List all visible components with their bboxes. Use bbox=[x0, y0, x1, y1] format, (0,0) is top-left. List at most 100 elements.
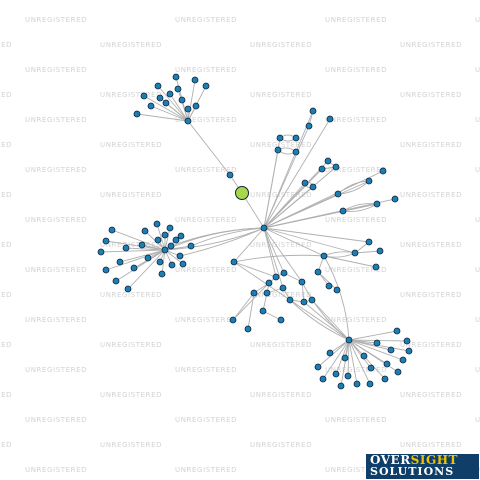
graph-node[interactable] bbox=[280, 269, 288, 277]
graph-node[interactable] bbox=[179, 260, 187, 268]
graph-node[interactable] bbox=[326, 115, 334, 123]
graph-node[interactable] bbox=[381, 375, 389, 383]
graph-node[interactable] bbox=[344, 372, 352, 380]
graph-node[interactable] bbox=[187, 242, 195, 250]
graph-node[interactable] bbox=[373, 200, 381, 208]
graph-node[interactable] bbox=[172, 73, 180, 81]
graph-node[interactable] bbox=[376, 247, 384, 255]
graph-node[interactable] bbox=[332, 370, 340, 378]
graph-node[interactable] bbox=[366, 380, 374, 388]
graph-node[interactable] bbox=[140, 92, 148, 100]
graph-node[interactable] bbox=[154, 236, 162, 244]
graph-node[interactable] bbox=[102, 237, 110, 245]
graph-node[interactable] bbox=[122, 244, 130, 252]
graph-node[interactable] bbox=[172, 236, 180, 244]
graph-node[interactable] bbox=[138, 241, 146, 249]
graph-node[interactable] bbox=[108, 226, 116, 234]
graph-node[interactable] bbox=[314, 363, 322, 371]
graph-node[interactable] bbox=[365, 238, 373, 246]
graph-node[interactable] bbox=[244, 325, 252, 333]
graph-node[interactable] bbox=[314, 268, 322, 276]
graph-node[interactable] bbox=[161, 231, 169, 239]
graph-node[interactable] bbox=[141, 227, 149, 235]
graph-node[interactable] bbox=[300, 298, 308, 306]
graph-node[interactable] bbox=[274, 146, 282, 154]
graph-node[interactable] bbox=[305, 122, 313, 130]
graph-node[interactable] bbox=[202, 82, 210, 90]
graph-node[interactable] bbox=[373, 339, 381, 347]
graph-node[interactable] bbox=[166, 224, 174, 232]
graph-node[interactable] bbox=[154, 82, 162, 90]
graph-node[interactable] bbox=[309, 183, 317, 191]
focus-node[interactable] bbox=[235, 186, 249, 200]
graph-node[interactable] bbox=[345, 336, 353, 344]
graph-node[interactable] bbox=[326, 349, 334, 357]
graph-node[interactable] bbox=[365, 177, 373, 185]
graph-node[interactable] bbox=[156, 94, 164, 102]
graph-node[interactable] bbox=[168, 261, 176, 269]
graph-node[interactable] bbox=[372, 263, 380, 271]
graph-node[interactable] bbox=[277, 316, 285, 324]
graph-node[interactable] bbox=[184, 117, 192, 125]
graph-node[interactable] bbox=[337, 382, 345, 390]
graph-node[interactable] bbox=[177, 232, 185, 240]
graph-node[interactable] bbox=[102, 266, 110, 274]
graph-node[interactable] bbox=[332, 163, 340, 171]
graph-node[interactable] bbox=[167, 242, 175, 250]
graph-node[interactable] bbox=[393, 327, 401, 335]
graph-node[interactable] bbox=[158, 270, 166, 278]
graph-node[interactable] bbox=[162, 99, 170, 107]
graph-node[interactable] bbox=[292, 148, 300, 156]
graph-node[interactable] bbox=[112, 277, 120, 285]
graph-node[interactable] bbox=[272, 273, 280, 281]
graph-node[interactable] bbox=[97, 248, 105, 256]
graph-node[interactable] bbox=[260, 224, 268, 232]
graph-node[interactable] bbox=[144, 254, 152, 262]
graph-node[interactable] bbox=[301, 179, 309, 187]
graph-node[interactable] bbox=[279, 284, 287, 292]
graph-node[interactable] bbox=[298, 278, 306, 286]
graph-node[interactable] bbox=[387, 346, 395, 354]
graph-node[interactable] bbox=[276, 134, 284, 142]
graph-node[interactable] bbox=[353, 380, 361, 388]
graph-node[interactable] bbox=[130, 264, 138, 272]
graph-node[interactable] bbox=[403, 337, 411, 345]
graph-node[interactable] bbox=[391, 195, 399, 203]
graph-node[interactable] bbox=[309, 107, 317, 115]
graph-node[interactable] bbox=[308, 296, 316, 304]
graph-node[interactable] bbox=[360, 352, 368, 360]
graph-node[interactable] bbox=[192, 102, 200, 110]
graph-node[interactable] bbox=[333, 286, 341, 294]
graph-node[interactable] bbox=[174, 85, 182, 93]
graph-node[interactable] bbox=[124, 285, 132, 293]
graph-node[interactable] bbox=[156, 258, 164, 266]
graph-node[interactable] bbox=[286, 296, 294, 304]
graph-node[interactable] bbox=[319, 375, 327, 383]
graph-node[interactable] bbox=[351, 249, 359, 257]
graph-node[interactable] bbox=[153, 220, 161, 228]
graph-node[interactable] bbox=[325, 282, 333, 290]
graph-node[interactable] bbox=[250, 289, 258, 297]
graph-node[interactable] bbox=[230, 258, 238, 266]
graph-node[interactable] bbox=[184, 105, 192, 113]
graph-node[interactable] bbox=[178, 96, 186, 104]
graph-node[interactable] bbox=[367, 364, 375, 372]
graph-node[interactable] bbox=[405, 347, 413, 355]
graph-node[interactable] bbox=[341, 354, 349, 362]
graph-node[interactable] bbox=[379, 167, 387, 175]
graph-node[interactable] bbox=[147, 102, 155, 110]
graph-node[interactable] bbox=[259, 307, 267, 315]
graph-node[interactable] bbox=[166, 90, 174, 98]
graph-node[interactable] bbox=[324, 157, 332, 165]
graph-node[interactable] bbox=[229, 316, 237, 324]
graph-node[interactable] bbox=[399, 356, 407, 364]
graph-node[interactable] bbox=[161, 246, 169, 254]
graph-node[interactable] bbox=[265, 279, 273, 287]
graph-node[interactable] bbox=[116, 258, 124, 266]
graph-node[interactable] bbox=[263, 289, 271, 297]
graph-node[interactable] bbox=[339, 207, 347, 215]
graph-node[interactable] bbox=[334, 190, 342, 198]
graph-node[interactable] bbox=[320, 252, 328, 260]
graph-node[interactable] bbox=[383, 360, 391, 368]
graph-node[interactable] bbox=[226, 171, 234, 179]
